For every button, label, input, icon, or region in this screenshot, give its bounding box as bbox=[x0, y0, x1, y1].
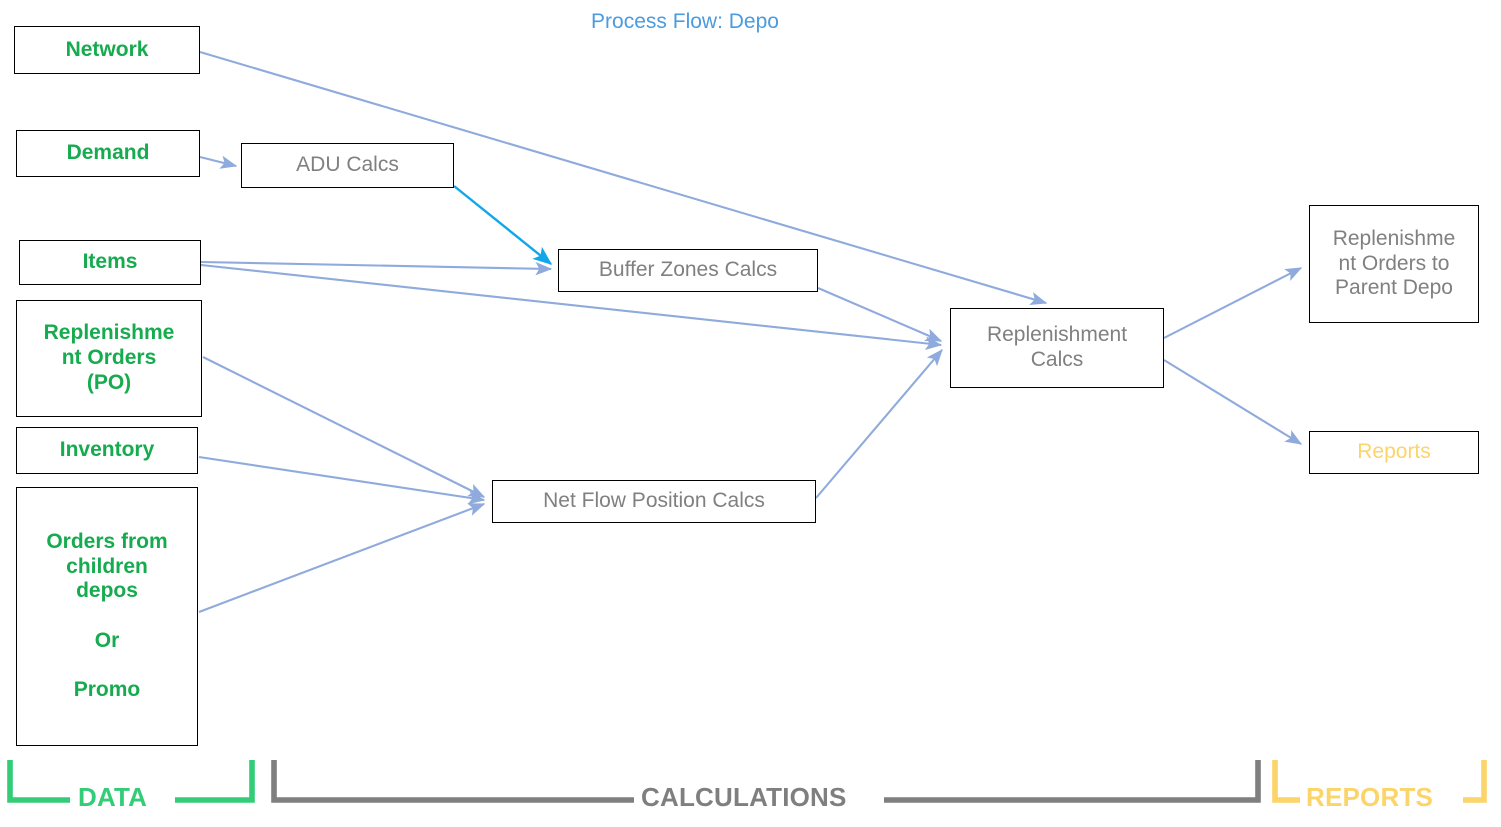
node-replenishment-calcs[interactable]: Replenishment Calcs bbox=[950, 308, 1164, 388]
band-label-calculations: CALCULATIONS bbox=[641, 782, 847, 812]
edge-adu-calcs-to-buffer-zones-calcs bbox=[453, 185, 553, 265]
node-items[interactable]: Items bbox=[19, 240, 201, 285]
node-replenishment-orders-to-parent-depo[interactable]: Replenishme nt Orders to Parent Depo bbox=[1309, 205, 1479, 323]
node-inventory[interactable]: Inventory bbox=[16, 427, 198, 474]
edge-net-flow-to-replenishment-calcs bbox=[815, 349, 943, 499]
node-orders-from-children-depos[interactable]: Orders from children depos Or Promo bbox=[16, 487, 198, 746]
band-label-reports: REPORTS bbox=[1306, 782, 1434, 812]
edge-replenishment-orders-po-to-net-flow bbox=[202, 356, 486, 498]
node-replenishment-orders-po[interactable]: Replenishme nt Orders (PO) bbox=[16, 300, 202, 417]
node-buffer-zones-calcs[interactable]: Buffer Zones Calcs bbox=[558, 249, 818, 292]
node-reports[interactable]: Reports bbox=[1309, 431, 1479, 474]
edge-inventory-to-net-flow bbox=[198, 455, 486, 505]
page-title: Process Flow: Depo bbox=[591, 10, 779, 33]
band-label-data: DATA bbox=[78, 782, 148, 812]
edge-replenishment-calcs-to-reports bbox=[1163, 359, 1303, 445]
edge-items-to-buffer-zones-calcs bbox=[200, 260, 553, 276]
edge-demand-to-adu-calcs bbox=[199, 155, 238, 169]
node-demand[interactable]: Demand bbox=[16, 130, 200, 177]
edge-replenishment-calcs-to-parent-depo bbox=[1163, 267, 1303, 339]
node-network[interactable]: Network bbox=[14, 26, 200, 74]
edge-buffer-zones-to-replenishment-calcs bbox=[817, 287, 943, 342]
edge-orders-children-to-net-flow bbox=[198, 503, 486, 613]
node-adu-calcs[interactable]: ADU Calcs bbox=[241, 143, 454, 188]
node-net-flow-position-calcs[interactable]: Net Flow Position Calcs bbox=[492, 480, 816, 523]
